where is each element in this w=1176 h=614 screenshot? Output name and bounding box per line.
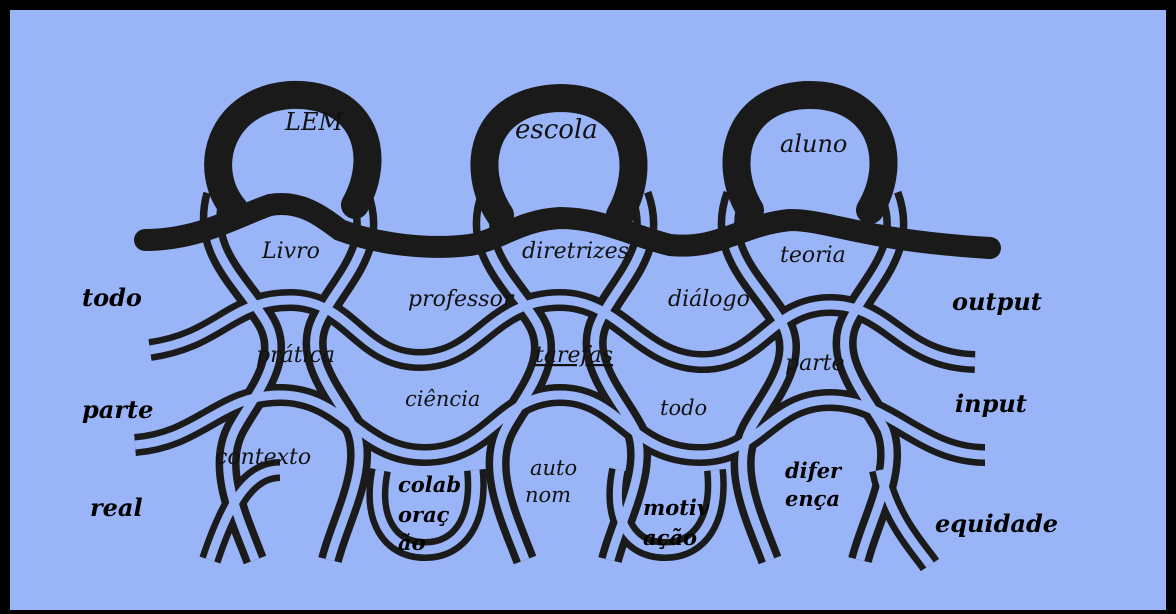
label-oracao: oraç bbox=[398, 502, 450, 527]
label-ciencia: ciência bbox=[405, 387, 480, 411]
label-pratica: prática bbox=[256, 343, 335, 368]
top-loop-1 bbox=[204, 80, 382, 224]
top-loop-3 bbox=[722, 80, 898, 224]
label-escola: escola bbox=[515, 115, 598, 145]
label-motiv: motiv bbox=[643, 495, 710, 520]
label-enca: ença bbox=[785, 486, 840, 511]
label-todo-inner: todo bbox=[660, 396, 707, 420]
row2-labels: professor diálogo prática tarefas parte bbox=[256, 287, 845, 376]
label-parte-inner: parte bbox=[785, 351, 845, 376]
label-difer: difer bbox=[785, 458, 843, 483]
label-nom: nom bbox=[525, 483, 571, 507]
label-colab: colab bbox=[398, 472, 461, 497]
left-label-todo: todo bbox=[82, 283, 142, 312]
top-loop-2 bbox=[470, 83, 648, 229]
label-aluno: aluno bbox=[780, 130, 847, 158]
right-label-output: output bbox=[952, 287, 1042, 316]
right-labels: output input equidade bbox=[935, 287, 1058, 538]
label-contexto: contexto bbox=[215, 445, 311, 470]
row1-labels: Livro diretrizes teoria bbox=[261, 239, 846, 268]
row4-labels: auto nom colab oraç ão motiv ação difer … bbox=[398, 456, 843, 555]
label-professor: professor bbox=[408, 287, 515, 312]
left-label-real: real bbox=[90, 493, 143, 522]
label-teoria: teoria bbox=[780, 243, 846, 268]
label-lem: LEM bbox=[284, 108, 344, 136]
top-bar bbox=[134, 193, 1001, 259]
top-loops bbox=[134, 80, 1001, 259]
right-label-equidade: equidade bbox=[935, 509, 1058, 538]
left-labels: todo parte real bbox=[82, 283, 153, 522]
label-auto: auto bbox=[530, 456, 577, 480]
label-livro: Livro bbox=[261, 239, 320, 264]
left-label-parte: parte bbox=[82, 395, 153, 424]
stitch-inner bbox=[134, 193, 986, 568]
top-loop-labels: LEM escola aluno bbox=[284, 108, 847, 158]
label-tarefas: tarefas bbox=[535, 343, 613, 368]
label-ao: ão bbox=[398, 530, 426, 555]
label-diretrizes: diretrizes bbox=[522, 239, 629, 264]
right-label-input: input bbox=[955, 389, 1027, 418]
row3-labels: ciência todo contexto bbox=[215, 387, 707, 470]
label-dialogo: diálogo bbox=[668, 287, 750, 312]
label-acao: ação bbox=[643, 525, 697, 550]
